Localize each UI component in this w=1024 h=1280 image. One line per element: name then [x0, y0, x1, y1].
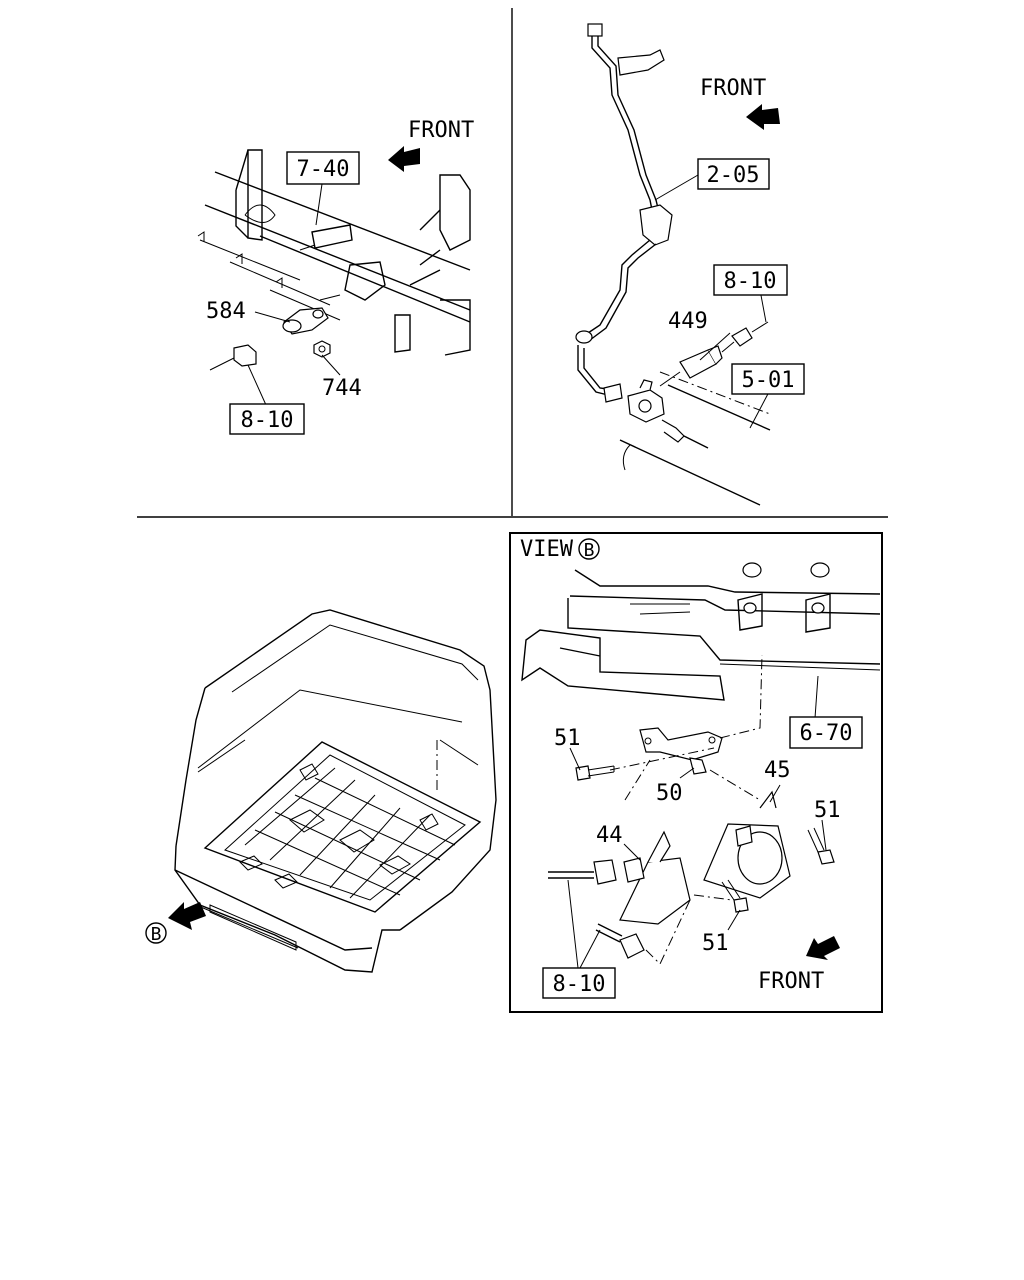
- panel-dividers: [137, 8, 888, 1013]
- ref-label-8-10-top-right: 8-10: [724, 269, 777, 294]
- part-label-45: 45: [764, 758, 791, 783]
- ref-box-7-40: [286, 151, 360, 185]
- panel-view-b: VIEW B: [520, 537, 881, 999]
- view-label: VIEW: [520, 537, 574, 562]
- front-label-view-b: FRONT: [758, 969, 824, 994]
- assembly-centerlines: [609, 654, 763, 965]
- ref-label-7-40: 7-40: [297, 157, 350, 182]
- ref-label-8-10-top-left: 8-10: [241, 408, 294, 433]
- radiator-support-drawing: [521, 562, 881, 701]
- panel-bottom-left: B: [145, 609, 497, 973]
- front-label-top-left: FRONT: [408, 118, 474, 143]
- ref-label-6-70: 6-70: [800, 721, 853, 746]
- leaders-top-left: [247, 183, 341, 406]
- brake-junction-drawing: [627, 379, 709, 449]
- ref-box-6-70: [789, 716, 863, 749]
- part-label-44: 44: [596, 823, 623, 848]
- ref-label-5-01: 5-01: [742, 368, 795, 393]
- front-arrow-icon-top-right: [746, 104, 780, 130]
- connector-8-10-drawing: [209, 344, 257, 371]
- part-label-51-right: 51: [814, 798, 841, 823]
- cab-outline-drawing: [174, 609, 497, 973]
- ref-label-2-05: 2-05: [707, 163, 760, 188]
- horn-45-drawing: [703, 790, 791, 899]
- view-b-arrow-circle: [145, 922, 167, 944]
- floor-pan-drawing: [203, 741, 482, 913]
- view-letter: B: [584, 540, 595, 561]
- part-label-744: 744: [322, 376, 362, 401]
- front-arrow-icon-top-left: [388, 146, 420, 172]
- panel-top-left: 7-40 584 744 8-10 FRONT: [197, 118, 474, 435]
- view-b-frame: [509, 532, 883, 1013]
- connectors-8-10-drawing: [548, 859, 645, 959]
- part-label-584: 584: [206, 299, 246, 324]
- bracket-50-drawing: [639, 727, 723, 775]
- front-arrow-icon-view-b: [806, 936, 840, 960]
- view-b-arrow-letter: B: [151, 924, 162, 945]
- leaders-top-right: [654, 174, 771, 429]
- part-label-51-lower: 51: [702, 931, 729, 956]
- sensor-584-drawing: [282, 307, 329, 335]
- front-label-top-right: FRONT: [700, 76, 766, 101]
- leaders-view-b: [567, 675, 827, 969]
- ref-box-2-05: [697, 158, 770, 190]
- part-label-50: 50: [656, 781, 683, 806]
- part-label-449: 449: [668, 309, 708, 334]
- horn-44-drawing: [619, 830, 691, 925]
- view-b-arrow-icon: [168, 902, 206, 930]
- chassis-frame-drawing: [197, 149, 471, 356]
- view-letter-circle: [578, 538, 600, 560]
- nut-744-drawing: [313, 340, 331, 358]
- ref-box-8-10-top-right: [713, 264, 788, 296]
- ref-box-8-10-top-left: [229, 403, 305, 435]
- brake-pipe-drawing: [575, 23, 673, 403]
- ref-box-5-01: [731, 363, 805, 395]
- ref-box-8-10-view-b: [542, 967, 616, 999]
- bolts-51-drawing: [575, 765, 835, 913]
- panel-top-right: 2-05 8-10 449 5-01 FRONT: [575, 23, 805, 506]
- part-label-51-upper-left: 51: [554, 726, 581, 751]
- ref-label-8-10-view-b: 8-10: [553, 972, 606, 997]
